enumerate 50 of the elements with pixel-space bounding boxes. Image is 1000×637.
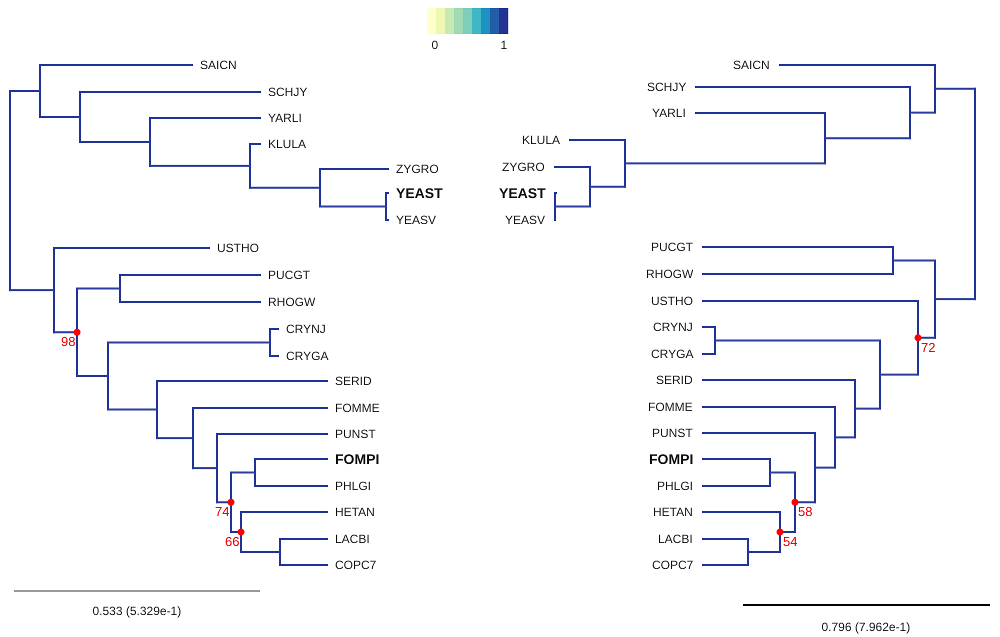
taxon-label: USTHO [651, 294, 693, 308]
taxon-label: HETAN [335, 505, 375, 519]
bootstrap-value: 98 [61, 335, 76, 350]
bootstrap-value: 54 [783, 535, 798, 549]
taxon-label: YARLI [652, 106, 686, 120]
taxon-label: SCHJY [647, 80, 686, 94]
taxon-label: SERID [335, 374, 372, 388]
taxon-label: USTHO [217, 241, 259, 255]
scale-tick-label: 1 [500, 38, 508, 52]
taxon-label: SCHJY [268, 85, 308, 99]
taxon-label: CRYNJ [286, 322, 326, 336]
taxon-label: FOMME [648, 400, 693, 414]
taxon-label: RHOGW [646, 267, 694, 281]
taxon-label: CRYGA [286, 349, 328, 363]
taxon-label: KLULA [522, 133, 560, 147]
taxon-label: LACBI [658, 532, 693, 546]
taxon-label: YARLI [268, 111, 302, 125]
taxon-label: ZYGRO [502, 160, 545, 174]
taxon-label: PUCGT [268, 268, 310, 282]
taxon-label: COPC7 [335, 558, 376, 572]
taxon-label: HETAN [653, 505, 693, 519]
taxon-label: YEAST [499, 186, 546, 200]
taxon-label: YEASV [396, 213, 436, 227]
taxon-label: RHOGW [268, 295, 316, 309]
taxon-label: FOMPI [649, 452, 694, 466]
bootstrap-value: 66 [225, 535, 240, 549]
taxon-label: FOMME [335, 401, 380, 415]
taxon-label: SERID [656, 373, 693, 387]
taxon-label: CRYNJ [653, 320, 693, 334]
taxon-label: KLULA [268, 137, 306, 151]
scale-tick-label: 0 [432, 38, 438, 52]
taxon-label: COPC7 [652, 558, 694, 572]
taxon-label: FOMPI [335, 452, 380, 466]
taxon-label: SAICN [200, 58, 237, 72]
taxon-label: PHLGI [335, 479, 372, 493]
taxon-label: YEAST [396, 186, 443, 200]
taxon-label: PUNST [652, 426, 693, 440]
taxon-label: LACBI [335, 532, 370, 546]
bootstrap-value: 58 [798, 505, 812, 520]
taxon-label: SAICN [733, 58, 770, 72]
taxon-label: PHLGI [657, 479, 694, 493]
taxon-label: YEASV [505, 213, 546, 227]
taxon-label: PUNST [335, 427, 376, 441]
bootstrap-value: 72 [921, 340, 936, 355]
bootstrap-value: 74 [215, 505, 230, 520]
taxon-label: CRYGA [651, 347, 694, 361]
scale-bar-label: 0.533 (5.329e-1) [92, 604, 182, 618]
taxon-label: ZYGRO [396, 162, 439, 176]
scale-bar-label: 0.796 (7.962e-1) [822, 620, 910, 634]
taxon-label: PUCGT [651, 240, 693, 254]
